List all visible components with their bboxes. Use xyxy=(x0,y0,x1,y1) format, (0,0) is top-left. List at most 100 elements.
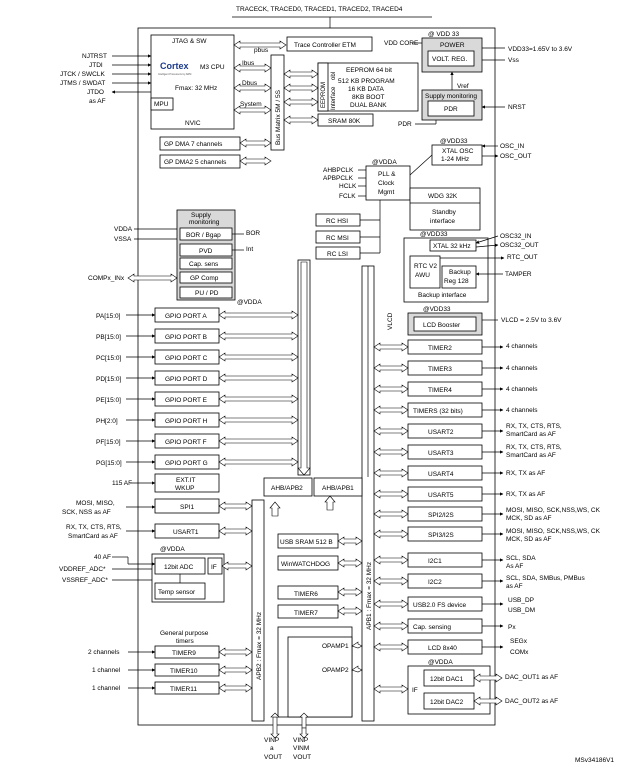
timer7-label: TIMER7 xyxy=(294,610,318,617)
pbus-label: pbus xyxy=(254,47,269,54)
opamp-inner-block xyxy=(287,636,353,718)
apb1-label: APB1 : Fmax = 32 MHz xyxy=(366,562,373,630)
dac1-out-arrow xyxy=(473,673,503,683)
mpu-label: MPU xyxy=(154,101,169,108)
flash-line-1: 512 KB PROGRAM xyxy=(338,78,395,85)
vss-label: Vss xyxy=(508,57,520,64)
usart1-sig-2: SmartCard as AF xyxy=(68,533,118,540)
apb1-peripheral-block xyxy=(407,573,483,589)
compx-label: COMPx_INx xyxy=(88,275,125,282)
eeprom-interface-strip xyxy=(317,62,329,112)
vddref-adc-label: VDDREF_ADC* xyxy=(59,566,106,573)
compx-arrow xyxy=(127,273,178,283)
vdda-label: VDDA xyxy=(114,226,133,233)
opamp1-label: OPAMP1 xyxy=(322,643,349,650)
timer2-ch: 4 channels xyxy=(506,343,538,350)
dac1-sig: DAC_OUT1 as AF xyxy=(505,674,558,681)
pdr-label: PDR xyxy=(444,106,458,113)
right-signal-labels: 4 channels 4 channels 4 channels 4 chann… xyxy=(505,343,601,705)
timer4-ch: 4 channels xyxy=(506,386,538,393)
exti-line-1: EXT.IT xyxy=(176,477,196,484)
xtal-osc-line-1: XTAL OSC xyxy=(442,148,474,155)
ahb-apb2-label: AHB/APB2 xyxy=(271,485,303,492)
pll-block xyxy=(365,165,411,201)
gpio-port-label: GPIO PORT B xyxy=(165,334,207,341)
backup-reg-block xyxy=(441,265,477,289)
gpio-pin-label: PH[2:0] xyxy=(96,418,118,425)
apb1-peripheral-arrow xyxy=(373,599,409,609)
gpio-port-label: GPIO PORT G xyxy=(165,460,208,467)
ahb-down-arrow xyxy=(297,261,311,476)
vdd33-rtc-label: @VDD33 xyxy=(420,231,448,238)
wdg-standby-block xyxy=(409,187,481,231)
m3cpu-label: M3 CPU xyxy=(200,64,225,71)
capsens-left-block xyxy=(179,257,233,270)
jtag-jtdo: JTDO xyxy=(87,89,104,96)
volt-reg-block xyxy=(427,50,475,67)
spi1-label: SPI1 xyxy=(180,504,194,511)
apb1-peripheral-arrow xyxy=(373,489,409,499)
gpio-ahb-arrow xyxy=(218,310,299,320)
usart4-sig: RX, TX as AF xyxy=(506,470,545,477)
opamp2-label: OPAMP2 xyxy=(322,667,349,674)
timer6-arrow xyxy=(337,587,363,597)
pll-line-1: PLL & xyxy=(378,171,396,178)
timer9-ch: 2 channels xyxy=(88,649,120,656)
timer11-label: TIMER11 xyxy=(170,686,197,693)
ibus-label: Ibus xyxy=(242,60,255,67)
gpdma2-label: GP DMA2 5 channels xyxy=(164,159,227,166)
jtag-jtdi: JTDI xyxy=(89,62,103,69)
px-label: Px xyxy=(508,624,516,631)
rtc-out-label: RTC_OUT xyxy=(507,254,538,261)
standby-line-1: Standby xyxy=(432,209,457,216)
backup-interface-label: Backup interface xyxy=(418,292,467,299)
apb1-peripheral-label: SPI3/I2S xyxy=(428,532,454,539)
i2c1-sig-2: As AF xyxy=(506,563,523,570)
tamper-label: TAMPER xyxy=(505,271,532,278)
apb1-peripheral-arrow xyxy=(373,621,409,631)
adc-af-label: 40 AF xyxy=(94,554,111,561)
dac-bus-arrow xyxy=(373,684,409,694)
opamp-vout-2: VOUT xyxy=(293,754,311,761)
figure-id: MSv34186V1 xyxy=(575,757,614,764)
winwdg-label: WinWATCHDOG xyxy=(281,561,330,568)
gp-timers-line-2: timers xyxy=(176,638,194,645)
eeprom-title: EEPROM 64 bit xyxy=(346,67,392,74)
vdd-core-label: VDD CORE xyxy=(384,40,419,47)
backup-line-2: Reg 128 xyxy=(444,278,469,285)
spi2-sig-2: MCK, SD as AF xyxy=(506,515,552,522)
gpio-pin-label: PC[15:0] xyxy=(96,355,121,362)
rtc-line-1: RTC V2 xyxy=(414,263,437,270)
obl-label: obl xyxy=(331,72,337,80)
int-label: Int xyxy=(246,246,253,253)
usart3-sig-1: RX, TX, CTS, RTS, xyxy=(506,444,562,451)
timer6-block xyxy=(277,585,339,600)
apb1-peripheral-arrow xyxy=(373,509,409,519)
ahb-apb1-label: AHB/APB1 xyxy=(322,485,354,492)
gpdma2-block xyxy=(159,154,241,169)
interface-label: Interface xyxy=(331,86,337,110)
nrst-label: NRST xyxy=(508,104,526,111)
opamp1-arrow xyxy=(351,641,363,649)
flash-block xyxy=(317,62,419,112)
pll-line-2: Clock xyxy=(378,180,395,187)
osc32-in-arrow xyxy=(475,235,499,244)
apb2-bridge-arrow xyxy=(269,501,281,517)
pll-xtal-link xyxy=(409,154,433,176)
gpio-port-label: GPIO PORT F xyxy=(165,439,207,446)
rc-hsi-label: RC HSI xyxy=(326,218,348,225)
timer7-arrow xyxy=(337,606,363,616)
vdda-gpio-label: @VDDA xyxy=(237,299,262,306)
apb1-peripheral-label: USART5 xyxy=(428,492,454,499)
rtc-line-2: AWU xyxy=(415,272,430,279)
gpio-ahb-arrow xyxy=(218,373,299,383)
vref-label: Vref xyxy=(457,83,469,90)
timer10-ch: 1 channel xyxy=(92,667,121,674)
backup-line-1: Backup xyxy=(449,269,471,276)
usart1-label: USART1 xyxy=(173,529,199,536)
vdd33-xtal-label: @VDD33 xyxy=(440,138,468,145)
opamp-bottom-arrow-2b xyxy=(270,712,280,718)
mpu-block xyxy=(150,97,174,111)
usb-dm: USB_DM xyxy=(508,607,535,614)
